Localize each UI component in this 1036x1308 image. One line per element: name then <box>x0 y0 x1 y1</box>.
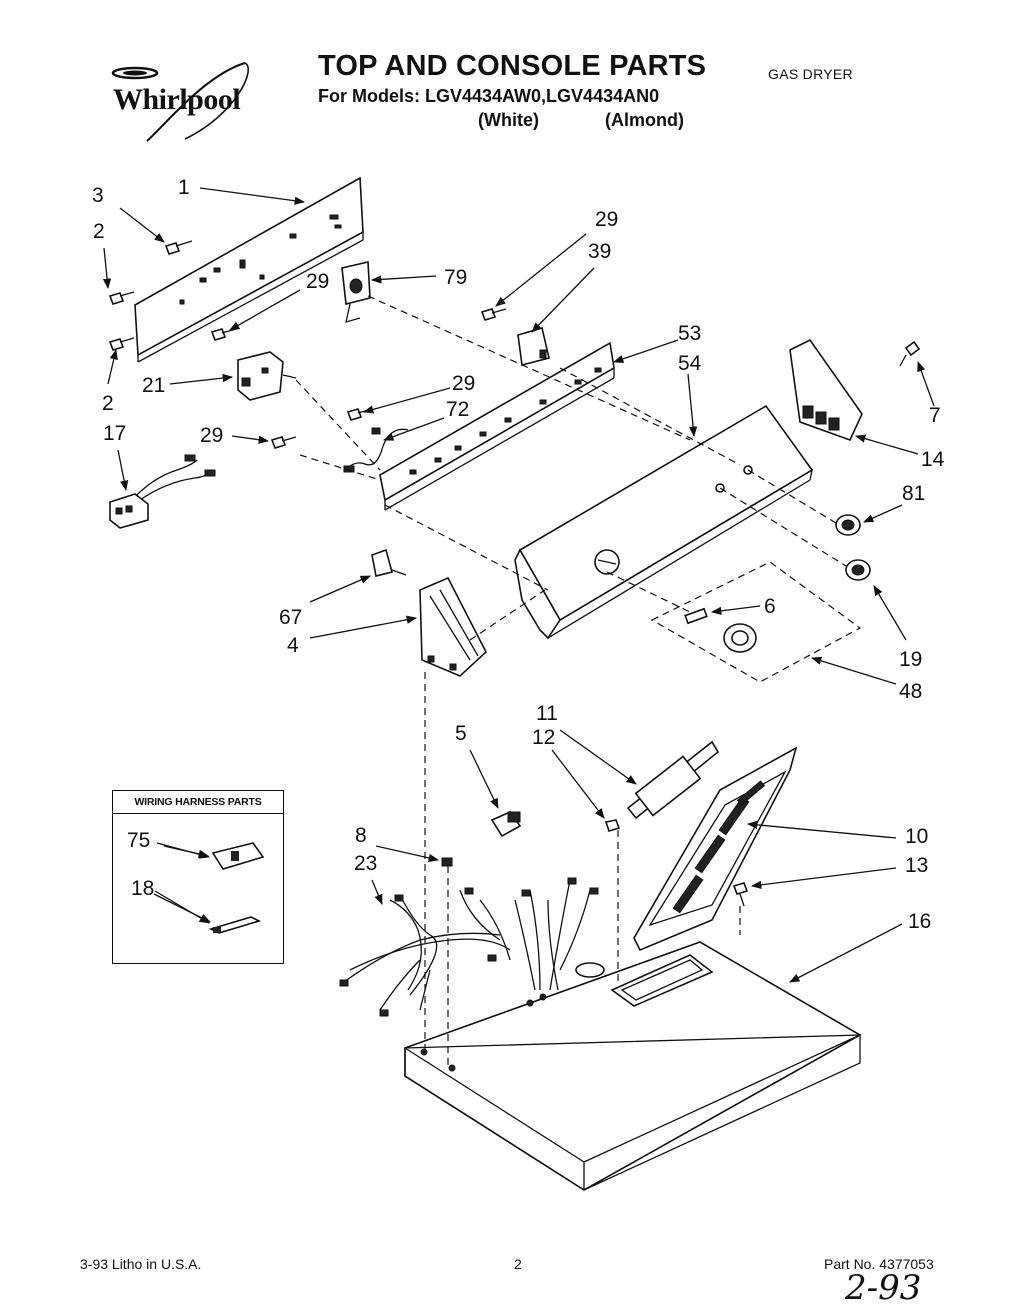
parts-drawing <box>108 176 921 1191</box>
callout-29-top-right: 29 <box>595 208 618 231</box>
wiring-harness-drawing: 75 18 <box>127 829 265 934</box>
brand-name: Whirlpool <box>113 83 241 116</box>
models-line: For Models: LGV4434AW0,LGV4434AN0 <box>318 86 660 106</box>
variant-almond: (Almond) <box>605 110 684 130</box>
callout-leaders <box>102 187 935 983</box>
harness-callout-18: 18 <box>131 877 154 900</box>
wiring-harness-title: WIRING HARNESS PARTS <box>113 791 283 814</box>
callout-2-top: 2 <box>93 220 105 243</box>
callout-8: 8 <box>355 824 367 847</box>
page-title: TOP AND CONSOLE PARTS <box>318 50 707 82</box>
callout-6: 6 <box>764 595 776 618</box>
callout-16: 16 <box>908 910 931 933</box>
footer-page-number: 2 <box>514 1256 522 1272</box>
callout-23: 23 <box>354 852 377 875</box>
callout-67: 67 <box>279 606 302 629</box>
harness-callout-75: 75 <box>127 829 150 852</box>
whirlpool-logo: Whirlpool <box>95 55 265 145</box>
callout-53: 53 <box>678 322 701 345</box>
callout-12: 12 <box>532 726 555 749</box>
footer-part-number: Part No. 4377053 <box>824 1256 934 1272</box>
callout-19: 19 <box>899 648 922 671</box>
callout-2-bottom: 2 <box>102 392 114 415</box>
callout-48: 48 <box>899 680 922 703</box>
callout-7: 7 <box>929 404 941 427</box>
callout-10: 10 <box>905 825 928 848</box>
callout-21: 21 <box>142 374 165 397</box>
callout-54: 54 <box>678 352 702 375</box>
callout-72: 72 <box>446 398 469 421</box>
footer-litho: 3-93 Litho in U.S.A. <box>80 1256 202 1272</box>
callout-1: 1 <box>178 176 190 199</box>
callout-3: 3 <box>92 184 104 207</box>
callout-81: 81 <box>902 482 925 505</box>
callout-5: 5 <box>455 722 467 745</box>
variant-white: (White) <box>478 110 539 130</box>
handwritten-date: 2-93 <box>845 1268 922 1308</box>
callout-4: 4 <box>287 634 299 657</box>
callout-14: 14 <box>921 448 945 471</box>
callout-79: 79 <box>444 266 467 289</box>
callout-labels: 1 2 2 3 4 5 6 7 8 10 11 12 13 14 16 17 1… <box>92 176 945 933</box>
callout-39: 39 <box>588 240 611 263</box>
logo-swoosh-icon <box>111 62 250 142</box>
callout-17: 17 <box>103 422 126 445</box>
callout-13: 13 <box>905 854 928 877</box>
product-type: GAS DRYER <box>768 66 853 82</box>
callout-29-left: 29 <box>200 424 223 447</box>
callout-29-panel: 29 <box>306 270 329 293</box>
callout-29-middle: 29 <box>452 372 475 395</box>
wiring-harness-box: WIRING HARNESS PARTS 75 18 <box>112 790 284 964</box>
callout-11: 11 <box>536 702 558 725</box>
